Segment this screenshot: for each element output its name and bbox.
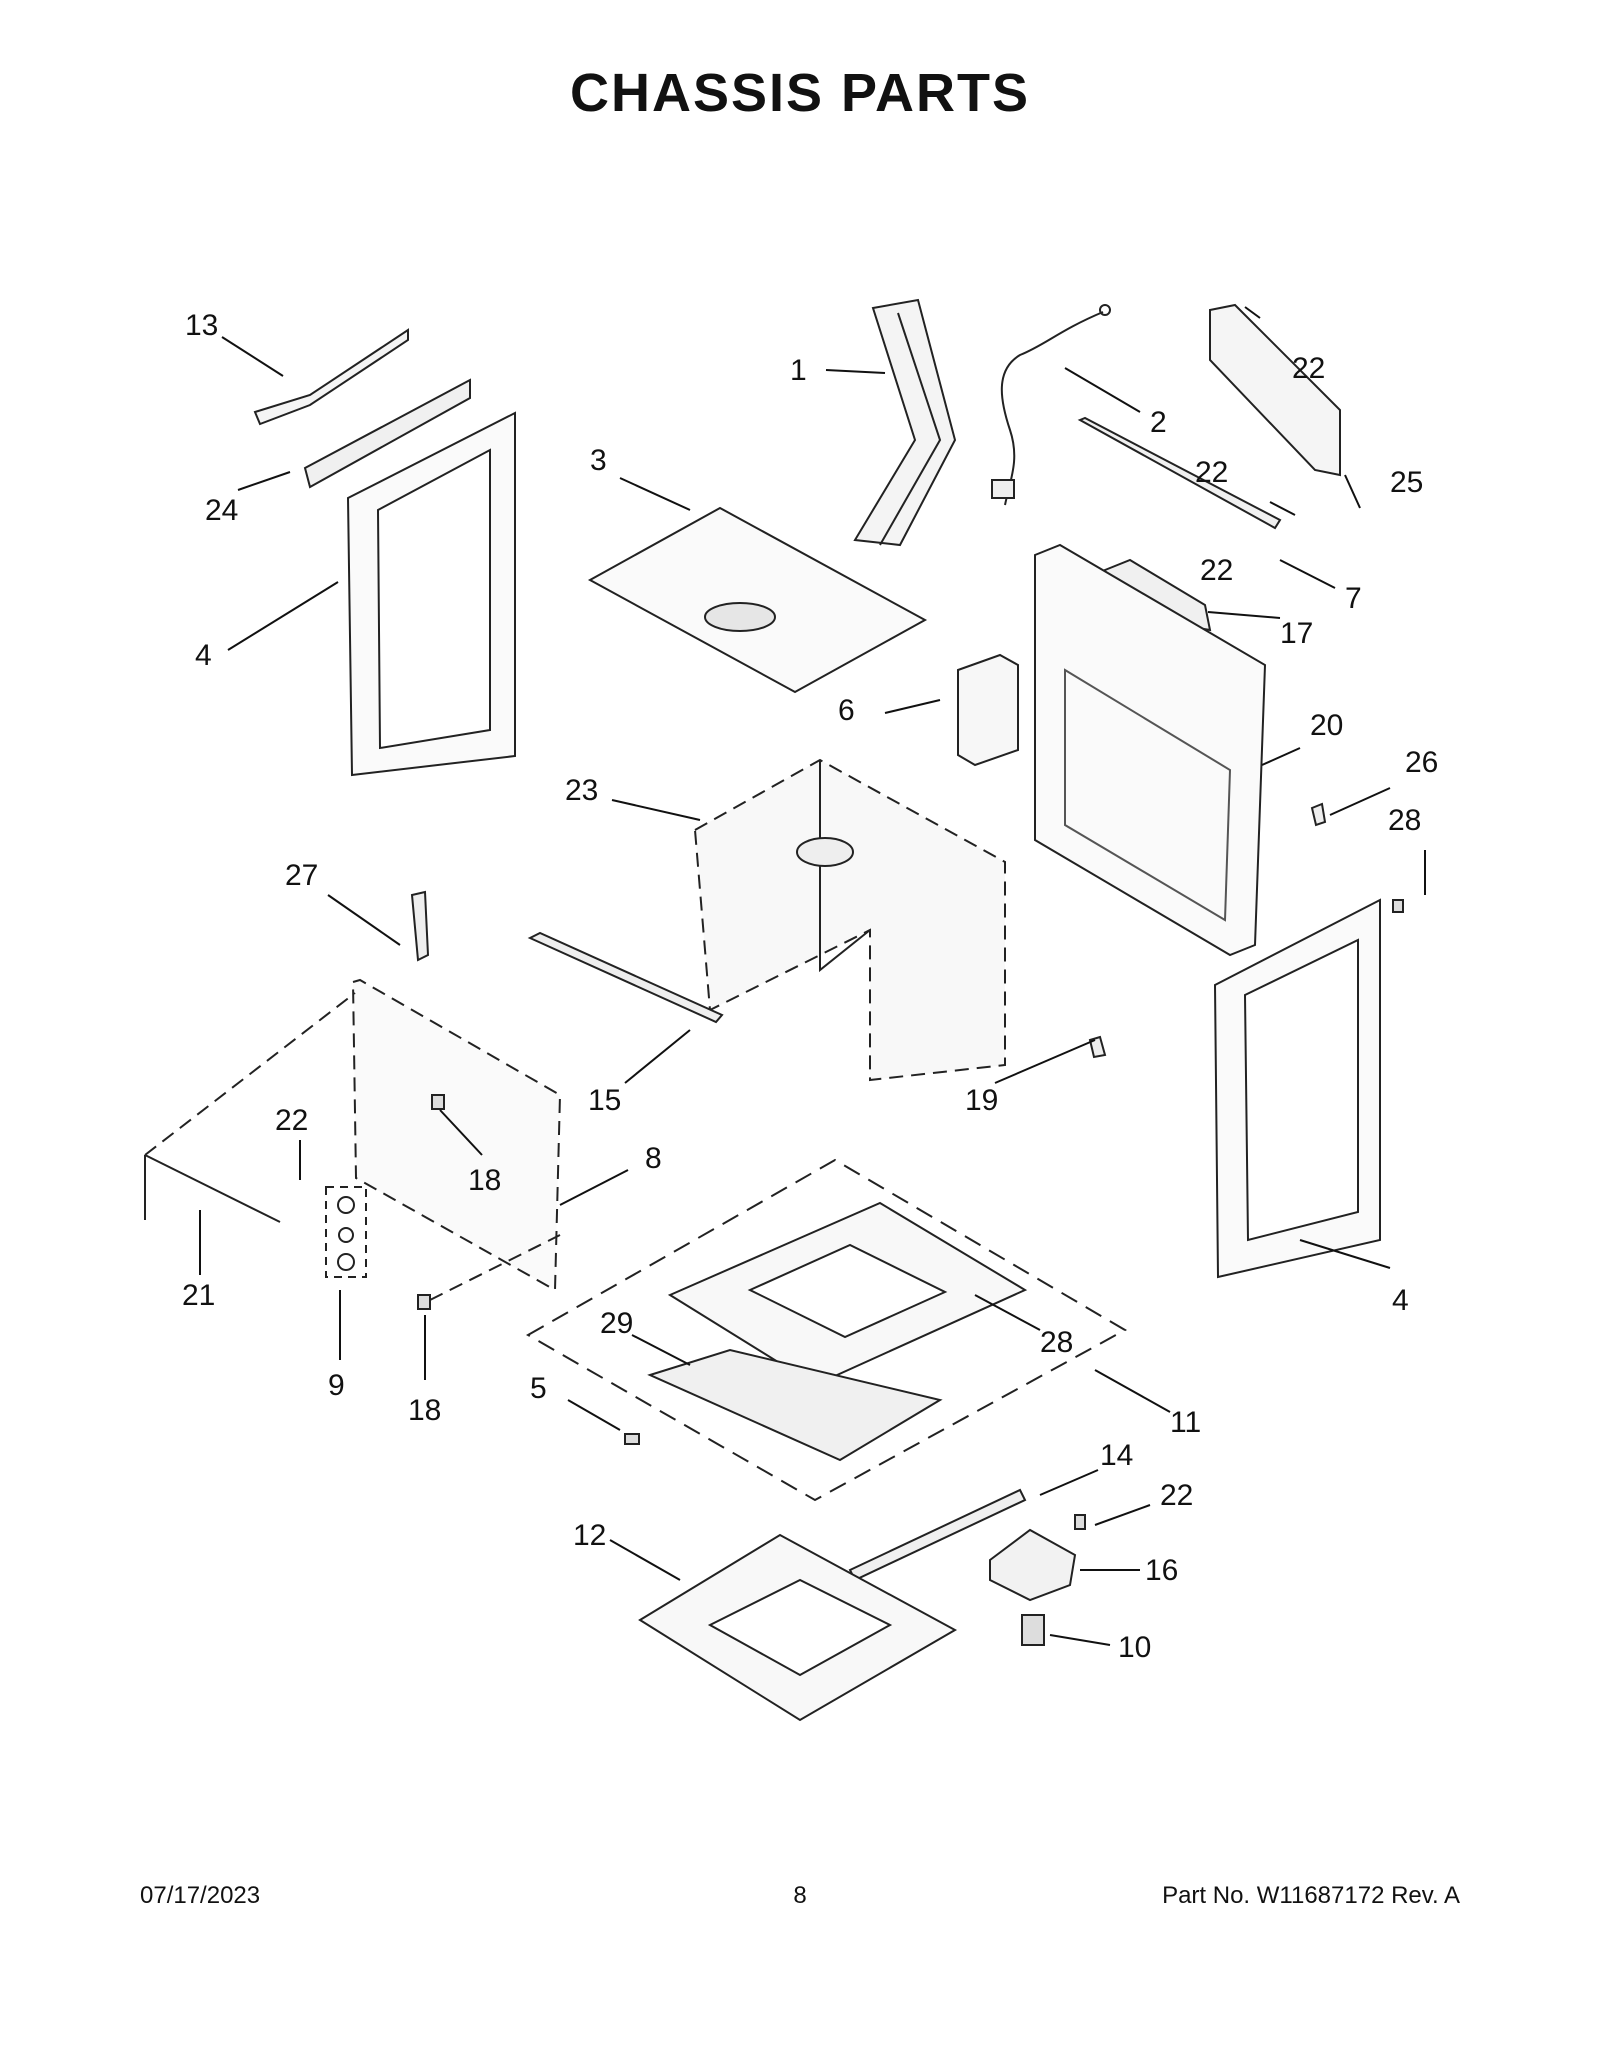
part-26-clip	[1310, 802, 1327, 827]
callout-14: 14	[1100, 1439, 1133, 1472]
callout-12: 12	[573, 1519, 606, 1552]
part-3-top-cover	[587, 506, 928, 694]
callout-21: 21	[182, 1279, 215, 1312]
callout-9: 9	[328, 1369, 345, 1402]
callout-17: 17	[1280, 617, 1313, 650]
page-title: CHASSIS PARTS	[569, 63, 1031, 123]
callout-22-b: 22	[1195, 456, 1228, 489]
callout-18-upper: 18	[468, 1164, 501, 1197]
part-18-screws	[417, 1094, 561, 1310]
part-23-oven-cavity	[693, 758, 1006, 1082]
callout-2: 2	[1150, 406, 1167, 439]
callout-22-a: 22	[1292, 352, 1325, 385]
part-11-bottom-assembly	[525, 1158, 1128, 1502]
part-25-back-cover	[1209, 303, 1341, 477]
callout-26: 26	[1405, 746, 1438, 779]
part-21-leveling-guide	[144, 992, 356, 1223]
callout-10: 10	[1118, 1631, 1151, 1664]
callout-4-right: 4	[1392, 1284, 1409, 1317]
footer-page-number: 8	[793, 1882, 807, 1909]
callout-18-lower: 18	[408, 1394, 441, 1427]
part-6-terminal-box	[957, 653, 1019, 767]
part-8-front-frame	[351, 978, 562, 1292]
callout-24: 24	[205, 494, 238, 527]
part-27-hinge-receiver	[410, 890, 430, 962]
callout-1: 1	[790, 354, 807, 387]
callout-22-e: 22	[1160, 1479, 1193, 1512]
callout-arrows	[199, 306, 1426, 1646]
part-2-power-cord	[991, 304, 1111, 506]
callout-27: 27	[285, 859, 318, 892]
footer-part-number: Part No. W11687172 Rev. A	[1162, 1882, 1460, 1909]
callout-23: 23	[565, 774, 598, 807]
callout-labels: 13 24 4 3 1 2 22 25 22 7 22 17 6 20 23 2…	[182, 309, 1438, 1664]
part-9-hinge-assembly	[325, 1186, 367, 1278]
callout-22-c: 22	[1200, 554, 1233, 587]
callout-15: 15	[588, 1084, 621, 1117]
part-1-vent-duct	[853, 298, 957, 547]
part-13-top-rail	[253, 328, 409, 426]
callout-19: 19	[965, 1084, 998, 1117]
part-10-leveling-leg	[1021, 1614, 1045, 1646]
callout-28-tray: 28	[1040, 1326, 1073, 1359]
part-4-right-side-panel	[1213, 898, 1381, 1279]
callout-5: 5	[530, 1372, 547, 1405]
part-29-baffle	[647, 1348, 943, 1462]
part-20-rear-panel	[1034, 543, 1267, 957]
part-5-clip	[624, 1433, 640, 1445]
callout-3: 3	[590, 444, 607, 477]
part-15-front-strip	[527, 931, 724, 1024]
callout-28-right: 28	[1388, 804, 1421, 837]
part-28-bottom-tray	[667, 1201, 1028, 1387]
part-12-base-pan	[638, 1533, 958, 1722]
callout-22-d: 22	[275, 1104, 308, 1137]
callout-25: 25	[1390, 466, 1423, 499]
part-16-leveling-bracket	[989, 1528, 1077, 1602]
part-22-screw-bottom	[1074, 1514, 1086, 1530]
callout-16: 16	[1145, 1554, 1178, 1587]
part-7-strap	[1077, 416, 1282, 530]
callout-20: 20	[1310, 709, 1343, 742]
callout-11: 11	[1170, 1406, 1201, 1439]
callout-8: 8	[645, 1142, 662, 1175]
callout-4-left: 4	[195, 639, 212, 672]
part-24-bracket	[303, 378, 471, 489]
part-19-clip	[1088, 1035, 1107, 1059]
footer-date: 07/17/2023	[140, 1882, 261, 1909]
part-28-screw-right	[1392, 899, 1404, 913]
callout-29: 29	[600, 1307, 633, 1340]
callout-6: 6	[838, 694, 855, 727]
callout-7: 7	[1345, 582, 1362, 615]
part-4-left-side-panel	[346, 411, 516, 777]
callout-13: 13	[185, 309, 218, 342]
